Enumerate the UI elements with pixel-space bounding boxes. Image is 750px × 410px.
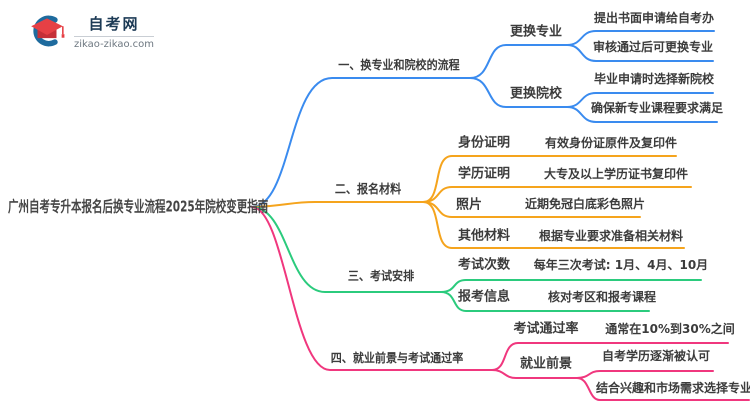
site-logo-text: 自考网 zikao-zikao.com [74, 13, 154, 50]
branch-2-child-4-label: 其他材料 [457, 228, 511, 244]
branch-3-label: 三、考试安排 [347, 269, 415, 283]
branch-1-child-1-leaf-1: 提出书面申请给自考办 [593, 11, 715, 25]
branch-2-child-1-leaf-1: 有效身份证原件及复印件 [544, 136, 678, 150]
site-name: 自考网 [88, 14, 140, 33]
branch-2-child-4-leaf-1: 根据专业要求准备相关材料 [538, 229, 684, 243]
site-logo: 自考网 zikao-zikao.com [28, 10, 154, 52]
branch-4-child-1-label: 考试通过率 [513, 321, 579, 337]
branch-1-child-2-leaf-1: 毕业申请时选择新院校 [593, 72, 715, 86]
branch-3-child-2-label: 报考信息 [457, 289, 511, 305]
branch-4-child-2-leaf-2: 结合兴趣和市场需求选择专业 [595, 381, 750, 395]
branch-2-child-2-label: 学历证明 [457, 166, 511, 182]
branch-3-child-2-leaf-1: 核对考区和报考课程 [547, 290, 657, 304]
branch-2-child-3-leaf-1: 近期免冠白底彩色照片 [524, 197, 646, 211]
branch-3-child-1-leaf-1: 每年三次考试: 1月、4月、10月 [533, 258, 709, 272]
root-title: 广州自考专升本报名后换专业流程2025年院校变更指南 [8, 197, 269, 216]
branch-2-lines [251, 155, 692, 249]
branch-1-lines [251, 30, 718, 208]
branch-1-child-1-label: 更换专业 [509, 24, 563, 40]
branch-4-child-2-label: 就业前景 [519, 356, 573, 372]
branch-1-child-2-leaf-2: 确保新专业课程要求满足 [590, 101, 724, 115]
branch-1-child-1-leaf-2: 审核通过后可更换专业 [592, 40, 714, 54]
branch-3-child-1-label: 考试次数 [457, 257, 511, 273]
branch-4-child-1-leaf-1: 通常在10%到30%之间 [605, 322, 735, 336]
branch-2-child-2-leaf-1: 大专及以上学历证书复印件 [543, 167, 689, 181]
branch-3-lines [251, 206, 702, 312]
branch-2-child-3-label: 照片 [455, 197, 483, 213]
branch-1-label: 一、换专业和院校的流程 [338, 58, 460, 72]
site-domain: zikao-zikao.com [74, 35, 154, 50]
branch-2-child-1-label: 身份证明 [457, 135, 511, 151]
branch-4-child-2-leaf-1: 自考学历逐渐被认可 [601, 349, 711, 363]
graduation-cap-icon [31, 15, 65, 47]
branch-1-child-2-label: 更换院校 [509, 86, 563, 102]
branch-2-label: 二、报名材料 [334, 182, 402, 196]
branch-4-label: 四、就业前景与考试通过率 [330, 351, 464, 365]
branch-4-lines [251, 206, 750, 401]
